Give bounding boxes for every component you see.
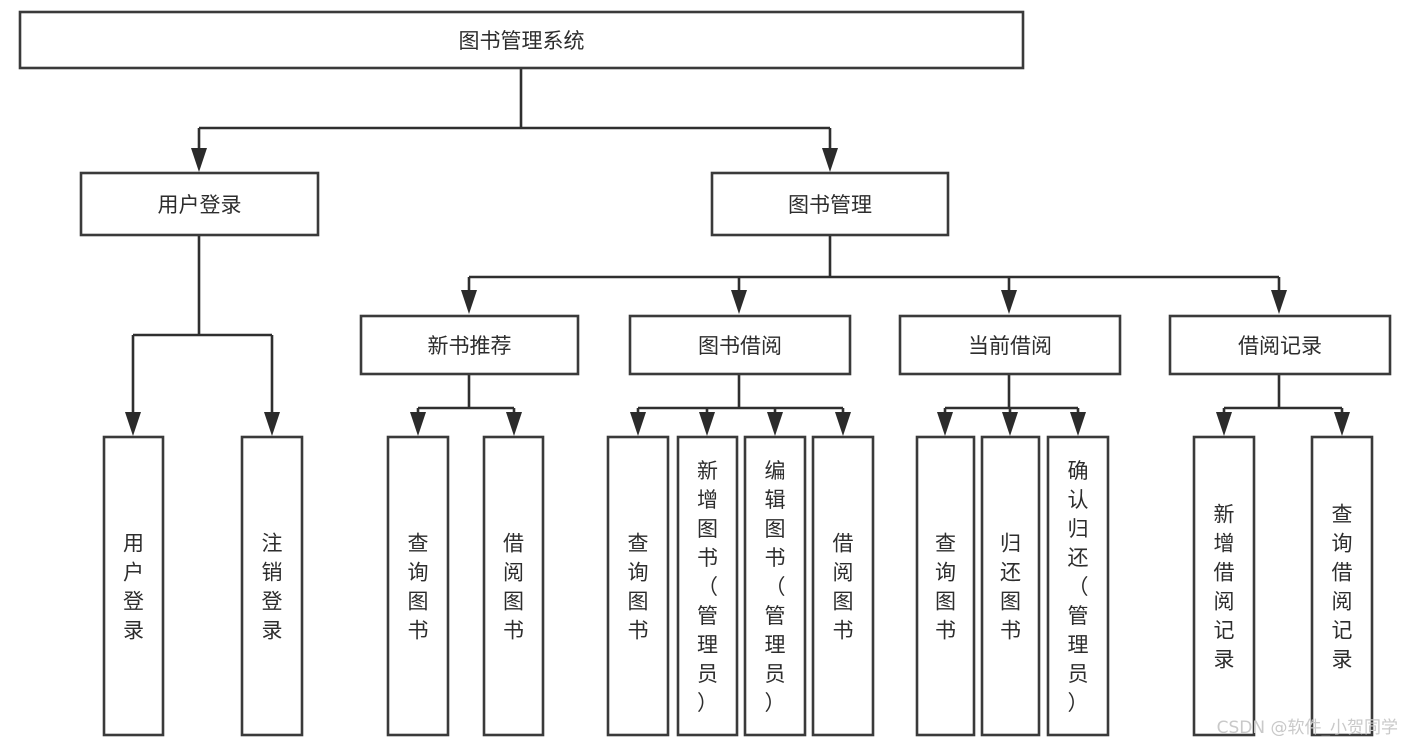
leaf-logout-box [240, 435, 304, 737]
node-root-label: 图书管理系统 [459, 29, 585, 53]
arrow-to-leaf-logout [264, 412, 280, 436]
leaf-user-login[interactable]: 用户登录 [102, 435, 165, 737]
leaf-logout[interactable]: 注销登录 [240, 435, 304, 737]
node-user-login-box [79, 171, 320, 237]
leaf-query-book-current-box [915, 435, 976, 737]
leaf-query-borrow-record-label: 查询借阅记录 [1332, 503, 1353, 672]
leaf-query-book-recommend[interactable]: 查询图书 [386, 435, 450, 737]
arrow-to-cb-return [1002, 412, 1018, 436]
arrow-to-leaf-user-login [125, 412, 141, 436]
leaf-confirm-return-admin-label: 确认归还（管理员） [1068, 459, 1089, 715]
leaf-query-borrow-record-box [1310, 435, 1374, 737]
leaf-query-book-borrow[interactable]: 查询图书 [606, 435, 670, 737]
arrow-to-book-management [822, 148, 838, 172]
node-user-login-label: 用户登录 [158, 193, 242, 217]
node-borrow-record-box [1168, 314, 1392, 376]
arrow-to-bb-add [699, 412, 715, 436]
arrow-to-user-login-node [191, 148, 207, 172]
leaf-add-borrow-record-label: 新增借阅记录 [1214, 503, 1235, 672]
leaf-query-book-recommend-box [386, 435, 450, 737]
leaf-user-login-label: 用户登录 [123, 532, 144, 643]
leaf-user-login-box [102, 435, 165, 737]
leaf-query-book-borrow-label: 查询图书 [628, 532, 649, 643]
node-root[interactable]: 图书管理系统 [18, 10, 1025, 70]
leaf-borrow-book-label: 借阅图书 [833, 532, 854, 643]
leaf-return-book-box [980, 435, 1041, 737]
leaf-confirm-return-admin-box [1046, 435, 1110, 737]
leaf-logout-label: 注销登录 [262, 532, 283, 643]
node-book-management[interactable]: 图书管理 [710, 171, 950, 237]
leaf-query-book-current-label: 查询图书 [935, 532, 956, 643]
leaf-return-book[interactable]: 归还图书 [980, 435, 1041, 737]
arrow-to-nb-borrow [506, 412, 522, 436]
leaf-borrow-book-box [811, 435, 875, 737]
arrow-to-borrow-record [1271, 290, 1287, 314]
leaf-add-book-admin-box [676, 435, 739, 737]
node-layer: 图书管理系统用户登录图书管理新书推荐图书借阅当前借阅借阅记录用户登录注销登录查询… [18, 10, 1392, 737]
leaf-query-book-current[interactable]: 查询图书 [915, 435, 976, 737]
leaf-confirm-return-admin[interactable]: 确认归还（管理员） [1046, 435, 1110, 737]
arrow-to-nb-query [410, 412, 426, 436]
arrow-to-new-book-recommend [461, 290, 477, 314]
arrow-to-cb-query [937, 412, 953, 436]
node-borrow-record-label: 借阅记录 [1238, 334, 1322, 358]
node-current-borrow-label: 当前借阅 [968, 334, 1052, 358]
node-root-box [18, 10, 1025, 70]
node-new-book-recommend-box [359, 314, 580, 376]
node-book-borrow-box [628, 314, 852, 376]
node-current-borrow-box [898, 314, 1122, 376]
node-user-login[interactable]: 用户登录 [79, 171, 320, 237]
node-new-book-recommend-label: 新书推荐 [428, 334, 512, 358]
watermark-label: CSDN @软件_小贺同学 [1217, 718, 1398, 738]
node-current-borrow[interactable]: 当前借阅 [898, 314, 1122, 376]
leaf-add-book-admin[interactable]: 新增图书（管理员） [676, 435, 739, 737]
leaf-borrow-book-recommend[interactable]: 借阅图书 [482, 435, 545, 737]
arrow-to-current-borrow [1001, 290, 1017, 314]
arrow-to-br-add [1216, 412, 1232, 436]
node-borrow-record[interactable]: 借阅记录 [1168, 314, 1392, 376]
arrow-layer [125, 148, 1350, 436]
leaf-query-book-recommend-label: 查询图书 [408, 532, 429, 643]
leaf-return-book-label: 归还图书 [1000, 532, 1021, 643]
node-book-management-label: 图书管理 [788, 193, 872, 217]
leaf-borrow-book-recommend-label: 借阅图书 [503, 532, 524, 643]
leaf-add-book-admin-label: 新增图书（管理员） [697, 459, 718, 715]
node-book-management-box [710, 171, 950, 237]
leaf-add-borrow-record-box [1192, 435, 1256, 737]
leaf-query-borrow-record[interactable]: 查询借阅记录 [1310, 435, 1374, 737]
arrow-to-cb-confirm [1070, 412, 1086, 436]
leaf-edit-book-admin-box [743, 435, 807, 737]
leaf-borrow-book-recommend-box [482, 435, 545, 737]
leaf-borrow-book[interactable]: 借阅图书 [811, 435, 875, 737]
arrow-to-bb-borrow [835, 412, 851, 436]
arrow-to-book-borrow [731, 290, 747, 314]
arrow-to-br-query [1334, 412, 1350, 436]
leaf-edit-book-admin-label: 编辑图书（管理员） [765, 459, 786, 715]
arrow-to-bb-edit [767, 412, 783, 436]
leaf-edit-book-admin[interactable]: 编辑图书（管理员） [743, 435, 807, 737]
leaf-query-book-borrow-box [606, 435, 670, 737]
leaf-add-borrow-record[interactable]: 新增借阅记录 [1192, 435, 1256, 737]
node-book-borrow-label: 图书借阅 [698, 334, 782, 358]
node-book-borrow[interactable]: 图书借阅 [628, 314, 852, 376]
node-new-book-recommend[interactable]: 新书推荐 [359, 314, 580, 376]
arrow-to-bb-query [630, 412, 646, 436]
